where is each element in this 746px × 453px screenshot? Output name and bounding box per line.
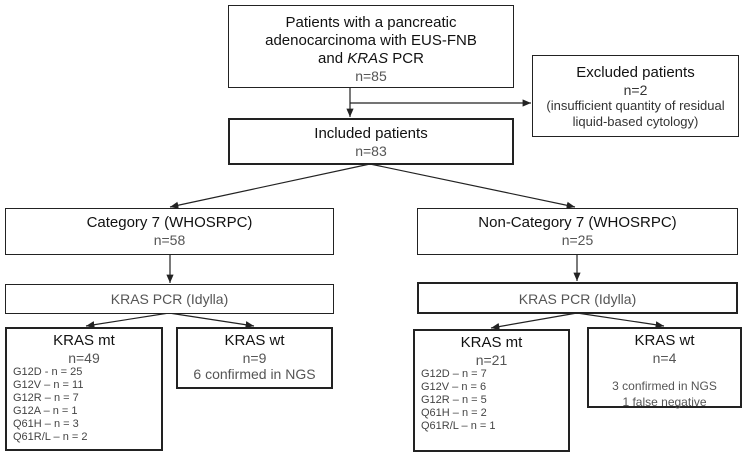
excluded-box: Excluded patients n=2 (insufficient quan… (532, 55, 739, 137)
top-line1: Patients with a pancreatic (285, 14, 457, 31)
right-pcr-label: KRAS PCR (Idylla) (518, 291, 637, 307)
right-wt-box: KRAS wt n=4 3 confirmed in NGS 1 false n… (587, 327, 742, 409)
list-item: Q61R/L – n = 2 (13, 431, 88, 443)
right-pcr-box: KRAS PCR (Idylla) (417, 282, 738, 314)
right-mt-box: KRAS mt n=21 G12D – n = 7 G12V – n = 6 G… (413, 329, 570, 452)
top-line2: adenocarcinoma with EUS-FNB (265, 32, 477, 49)
list-item: G12R – n = 7 (13, 392, 79, 404)
list-item: Q61H – n = 2 (421, 407, 487, 419)
included-n: n=83 (355, 143, 387, 159)
top-n: n=85 (355, 68, 387, 84)
left-wt-n: n=9 (242, 350, 267, 366)
left-pcr-label: KRAS PCR (Idylla) (110, 291, 229, 307)
excluded-n: n=2 (623, 82, 648, 98)
list-item: G12V – n = 11 (13, 379, 84, 391)
right-mt-list: G12D – n = 7 G12V – n = 6 G12R – n = 5 Q… (415, 368, 568, 433)
list-item: G12R – n = 5 (421, 394, 487, 406)
arrow-to-category7 (169, 163, 371, 209)
top-line3: and KRAS PCR (318, 50, 424, 67)
left-mt-title: KRAS mt (53, 332, 115, 349)
category7-title: Category 7 (WHOSRPC) (86, 214, 253, 231)
list-item: G12V – n = 6 (421, 381, 487, 393)
right-wt-n: n=4 (652, 350, 677, 366)
list-item: G12A – n = 1 (13, 405, 78, 417)
excluded-reason2: liquid-based cytology) (572, 114, 699, 129)
left-mt-n: n=49 (68, 350, 100, 366)
left-wt-note: 6 confirmed in NGS (193, 366, 316, 382)
list-item: Q61H – n = 3 (13, 418, 79, 430)
list-item: Q61R/L – n = 1 (421, 420, 496, 432)
arrow-left-mt (85, 312, 170, 329)
arrow-right-wt (576, 312, 665, 329)
left-wt-title: KRAS wt (224, 332, 285, 349)
noncategory7-n: n=25 (561, 232, 594, 248)
excluded-title: Excluded patients (576, 64, 695, 81)
list-item: G12D – n = 7 (421, 368, 487, 380)
left-mt-list: G12D - n = 25 G12V – n = 11 G12R – n = 7… (7, 366, 161, 444)
left-mt-box: KRAS mt n=49 G12D - n = 25 G12V – n = 11… (5, 327, 163, 451)
arrow-left-wt (168, 312, 255, 329)
list-item: G12D - n = 25 (13, 366, 83, 378)
left-pcr-box: KRAS PCR (Idylla) (5, 284, 334, 314)
included-title: Included patients (314, 125, 428, 142)
excluded-reason1: (insufficient quantity of residual (546, 98, 725, 113)
arrow-to-noncategory7 (369, 163, 576, 209)
right-wt-note1: 3 confirmed in NGS (612, 379, 717, 393)
all-patients-box: Patients with a pancreatic adenocarcinom… (228, 5, 514, 88)
noncategory7-box: Non-Category 7 (WHOSRPC) n=25 (417, 208, 738, 255)
left-wt-box: KRAS wt n=9 6 confirmed in NGS (176, 327, 333, 389)
included-box: Included patients n=83 (228, 118, 514, 165)
category7-box: Category 7 (WHOSRPC) n=58 (5, 208, 334, 255)
arrow-right-mt (490, 312, 578, 331)
category7-n: n=58 (153, 232, 186, 248)
right-mt-n: n=21 (475, 352, 508, 368)
right-wt-note2: 1 false negative (622, 395, 707, 409)
right-mt-title: KRAS mt (460, 334, 523, 351)
noncategory7-title: Non-Category 7 (WHOSRPC) (478, 214, 677, 231)
right-wt-title: KRAS wt (634, 332, 695, 349)
